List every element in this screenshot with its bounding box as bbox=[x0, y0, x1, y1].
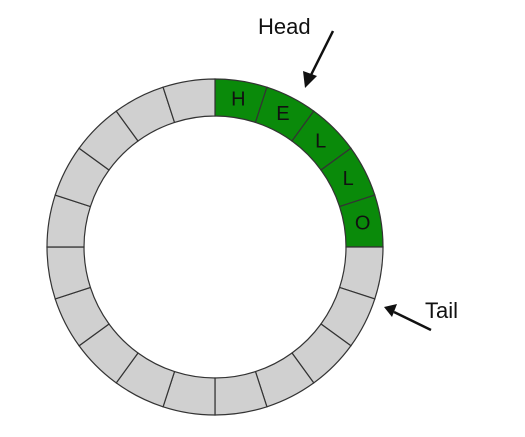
slot-letter: O bbox=[355, 213, 371, 235]
slot-letter: H bbox=[231, 88, 245, 110]
tail-label: Tail bbox=[425, 298, 458, 323]
ring-slot-empty bbox=[162, 78, 216, 124]
ring-buffer: H E LL O bbox=[46, 78, 384, 416]
head-arrow bbox=[303, 30, 335, 88]
tail-arrow bbox=[384, 304, 432, 332]
slot-letter: L bbox=[343, 168, 354, 190]
head-label: Head bbox=[258, 14, 311, 39]
slot-letter: E bbox=[276, 103, 289, 125]
slot-letter: L bbox=[315, 130, 326, 152]
